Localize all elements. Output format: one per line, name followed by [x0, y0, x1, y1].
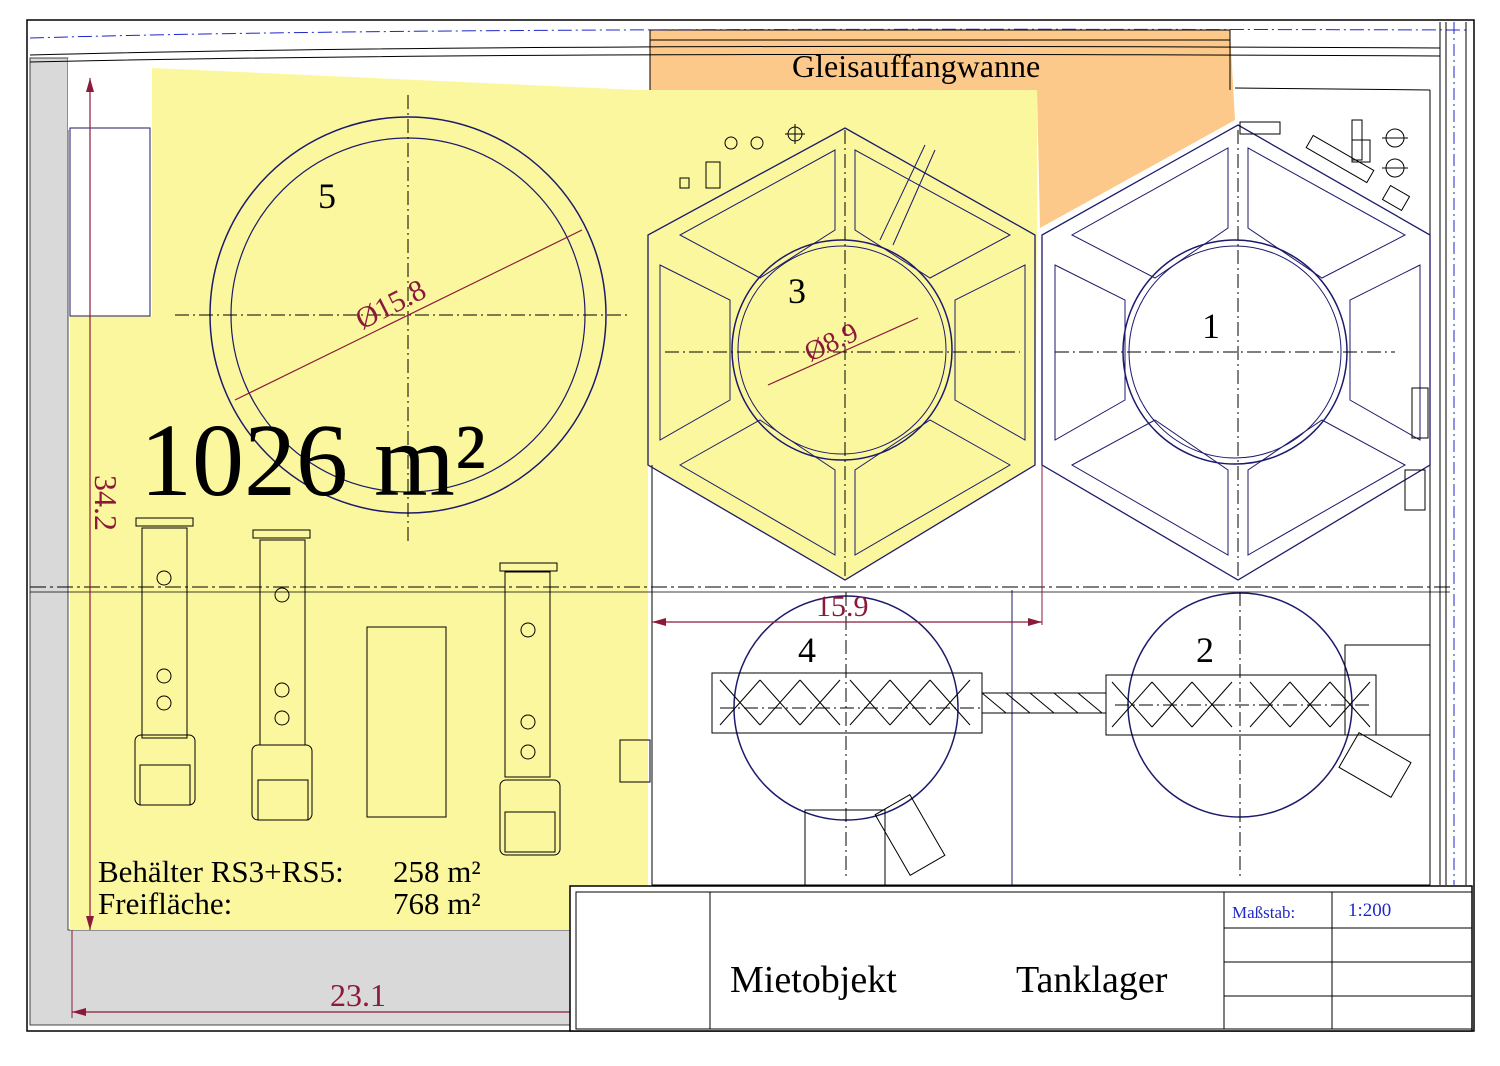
tanker-vehicle-3 — [499, 562, 561, 856]
right-track — [1439, 22, 1467, 885]
summary-row1-value: 258 m² — [393, 854, 481, 889]
tank-1: 1 — [1041, 124, 1431, 581]
tanker-vehicle-2 — [251, 529, 313, 821]
tank-4-number: 4 — [798, 630, 816, 670]
white-notch — [68, 58, 152, 130]
title-block: Maßstab: 1:200 Mietobjekt Tanklager — [569, 885, 1473, 1032]
rail-line-1 — [29, 45, 1441, 56]
summary-row2-label: Freifläche: — [98, 886, 232, 921]
pipe-bridge — [711, 672, 1377, 736]
dimension-spacing: 15.9 — [652, 465, 1043, 626]
building-block — [69, 127, 151, 317]
tank-4: 4 — [720, 592, 980, 886]
tank-3: 3 Ø8.9 — [647, 127, 1036, 581]
rail-centerline — [29, 28, 1471, 39]
tank-2: 2 — [1115, 592, 1431, 880]
dimension-height: 34.2 — [86, 78, 124, 930]
rented-area-fill — [70, 68, 648, 930]
object-label: Mietobjekt — [730, 959, 897, 1001]
tank-1-fittings — [1239, 119, 1429, 511]
track-basin-area — [650, 30, 1235, 228]
area-total-label: 1026 m² — [140, 403, 486, 518]
track-basin-label: Gleisauffangwanne — [792, 48, 1040, 84]
tank-2-number: 2 — [1196, 630, 1214, 670]
dimension-spacing-label: 15.9 — [816, 590, 869, 623]
summary-row2-value: 768 m² — [393, 886, 481, 921]
scale-label: Maßstab: — [1232, 903, 1295, 922]
storage-container — [366, 626, 447, 818]
small-box — [619, 739, 651, 783]
dimension-width-label: 23.1 — [330, 977, 386, 1013]
scale-value: 1:200 — [1348, 900, 1391, 921]
tank-1-number: 1 — [1202, 306, 1220, 346]
tank-3-number: 3 — [788, 271, 806, 311]
rail-line-2 — [29, 53, 1441, 63]
tank-5-number: 5 — [318, 176, 336, 216]
tank-3-fittings — [679, 124, 805, 189]
tanker-vehicle-1 — [134, 517, 196, 806]
summary-row1-label: Behälter RS3+RS5: — [98, 854, 344, 889]
object-name: Tanklager — [1016, 959, 1168, 1001]
dimension-height-label: 34.2 — [88, 475, 124, 531]
dimension-width: 23.1 — [71, 930, 648, 1018]
tank3-area-fill — [648, 90, 1037, 580]
